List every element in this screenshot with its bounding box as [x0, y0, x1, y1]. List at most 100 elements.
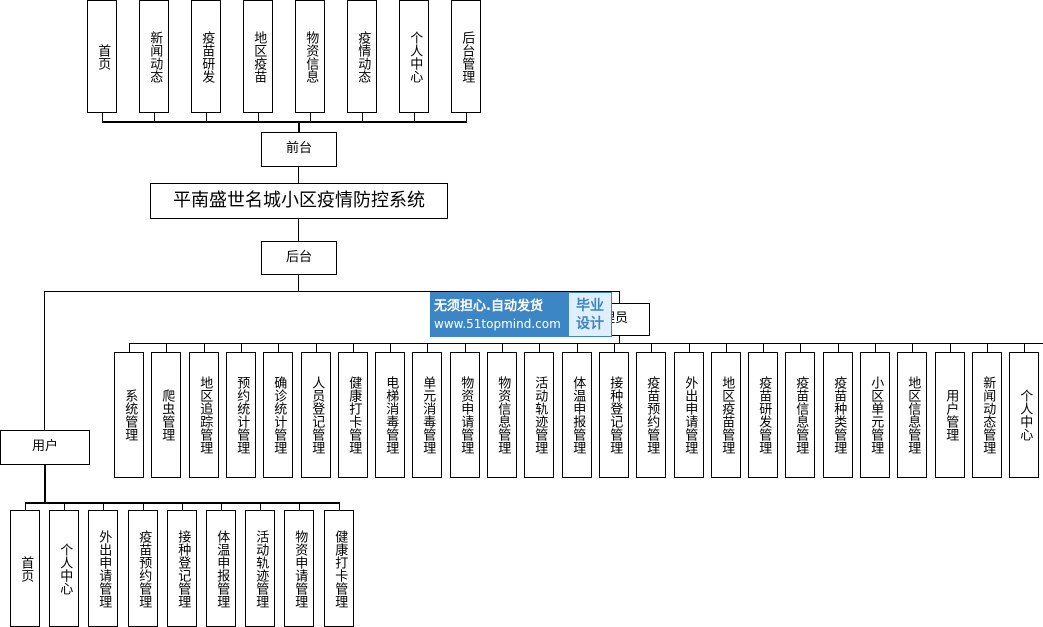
user-module-label: 物资申请管理 [292, 529, 308, 608]
admin-module: 外出申请管理 [674, 352, 704, 478]
admin-module-label: 系统管理 [122, 389, 138, 441]
watermark-main-text: 无须担心.自动发货 [434, 298, 543, 314]
admin-module-label: 活动轨迹管理 [532, 376, 548, 454]
admin-module-label: 预约统计管理 [234, 376, 250, 454]
admin-module-label: 单元消毒管理 [420, 376, 436, 454]
user-module-label: 首页 [18, 555, 34, 582]
admin-module-label: 小区单元管理 [868, 376, 884, 454]
user-module: 外出申请管理 [88, 510, 118, 627]
admin-module: 用户管理 [935, 352, 965, 478]
user-stub [339, 502, 340, 510]
user-module: 首页 [10, 510, 40, 627]
frontend-module-label: 物资信息 [303, 30, 319, 83]
admin-module-label: 体温申报管理 [570, 376, 586, 454]
frontend-module-label: 疫苗研发 [199, 30, 215, 83]
user-module-label: 外出申请管理 [96, 529, 112, 608]
admin-module: 疫苗种类管理 [823, 352, 853, 478]
admin-module: 小区单元管理 [860, 352, 890, 478]
admin-module: 地区追踪管理 [189, 352, 219, 478]
admin-module-label: 爬虫管理 [159, 389, 175, 441]
watermark-text-panel: 无须担心.自动发货 www.51topmind.com [430, 292, 568, 337]
frontend-module: 疫苗研发 [191, 0, 221, 113]
system-node-label: 平南盛世名城小区疫情防控系统 [173, 189, 425, 211]
frontend-node: 前台 [261, 132, 337, 167]
user-module-label: 个人中心 [57, 542, 73, 595]
admin-stub [987, 343, 988, 352]
admin-module-label: 地区疫苗管理 [719, 376, 735, 454]
user-stub [221, 502, 222, 510]
admin-module: 人员登记管理 [301, 352, 331, 478]
user-stub [143, 502, 144, 510]
frontend-module-label: 个人中心 [407, 30, 423, 83]
user-module: 个人中心 [49, 510, 79, 627]
admin-module: 健康打卡管理 [338, 352, 368, 478]
admin-stub [950, 343, 951, 352]
admin-module-label: 健康打卡管理 [346, 376, 362, 454]
frontend-bus [102, 121, 467, 123]
admin-stub [539, 343, 540, 352]
admin-module-label: 物资申请管理 [458, 376, 474, 454]
frontend-module-label: 首页 [95, 43, 111, 70]
user-stub [299, 502, 300, 510]
admin-stub [726, 343, 727, 352]
admin-stub [390, 343, 391, 352]
frontend-stub [154, 113, 155, 121]
connector-system-to-backend [298, 219, 299, 241]
admin-module: 单元消毒管理 [412, 352, 442, 478]
admin-stub [614, 343, 615, 352]
admin-module-label: 确诊统计管理 [271, 376, 287, 454]
frontend-module: 物资信息 [295, 0, 325, 113]
admin-module: 系统管理 [114, 352, 144, 478]
user-module: 物资申请管理 [284, 510, 314, 627]
admin-module: 预约统计管理 [226, 352, 256, 478]
admin-module: 物资申请管理 [450, 352, 480, 478]
admin-module-label: 地区信息管理 [905, 376, 921, 454]
frontend-module: 后台管理 [451, 0, 481, 113]
admin-module-label: 个人中心 [1017, 389, 1033, 441]
admin-module: 疫苗研发管理 [748, 352, 778, 478]
admin-module-label: 物资信息管理 [495, 376, 511, 454]
connector-to-admin [619, 291, 620, 303]
admin-module-label: 疫苗预约管理 [644, 376, 660, 454]
admin-stub [875, 343, 876, 352]
admin-stub [651, 343, 652, 352]
user-stub [182, 502, 183, 510]
connector-backend-down [298, 275, 299, 292]
user-module-label: 活动轨迹管理 [253, 529, 269, 608]
admin-stub [689, 343, 690, 352]
user-module: 活动轨迹管理 [245, 510, 275, 627]
frontend-stub [466, 113, 467, 121]
admin-module-label: 疫苗种类管理 [831, 376, 847, 454]
frontend-stub [414, 113, 415, 121]
watermark-badge-line1: 毕业 [576, 297, 604, 314]
frontend-module: 地区疫苗 [243, 0, 273, 113]
admin-module: 确诊统计管理 [263, 352, 293, 478]
frontend-stub [258, 113, 259, 121]
frontend-module: 疫情动态 [347, 0, 377, 113]
user-node-label: 用户 [31, 439, 58, 455]
admin-module-label: 疫苗信息管理 [793, 376, 809, 454]
admin-module: 体温申报管理 [562, 352, 592, 478]
backend-node-label: 后台 [285, 249, 312, 265]
connector-frontend-to-bus [298, 122, 300, 132]
frontend-module-label: 地区疫苗 [251, 30, 267, 83]
admin-module: 地区信息管理 [897, 352, 927, 478]
user-module: 健康打卡管理 [324, 510, 354, 627]
admin-module: 物资信息管理 [487, 352, 517, 478]
admin-stub [353, 343, 354, 352]
admin-module: 个人中心 [1009, 352, 1039, 478]
admin-module-label: 用户管理 [943, 389, 959, 441]
admin-module: 电梯消毒管理 [375, 352, 405, 478]
user-stub [64, 502, 65, 510]
frontend-module: 新闻动态 [139, 0, 169, 113]
admin-bus [129, 343, 1043, 344]
backend-branch-bus [44, 291, 620, 292]
frontend-module: 个人中心 [399, 0, 429, 113]
admin-stub [278, 343, 279, 352]
watermark-url-text: www.51topmind.com [434, 316, 561, 331]
user-stub [103, 502, 104, 510]
admin-module-label: 外出申请管理 [682, 376, 698, 454]
user-node: 用户 [0, 430, 90, 465]
watermark-badge-line2: 设计 [576, 315, 604, 332]
admin-stub [204, 343, 205, 352]
